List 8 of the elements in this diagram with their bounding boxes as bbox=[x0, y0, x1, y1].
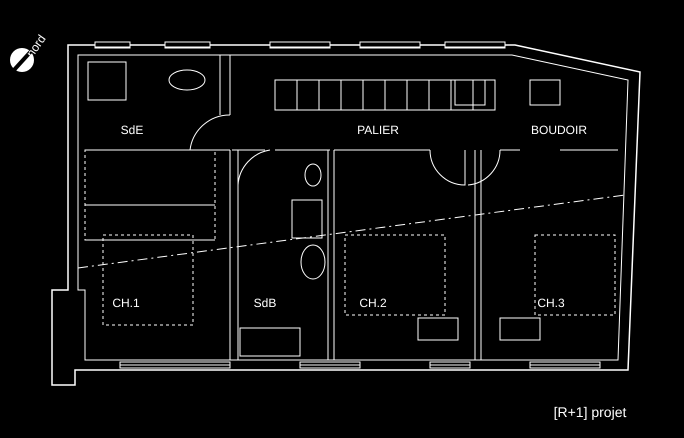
room-label: BOUDOIR bbox=[531, 123, 587, 137]
room-label: CH.2 bbox=[359, 296, 387, 310]
room-label: PALIER bbox=[357, 123, 399, 137]
room-label: SdE bbox=[120, 123, 144, 137]
room-label: SdB bbox=[254, 296, 276, 310]
room-label: CH.3 bbox=[537, 296, 565, 310]
room-label: CH.1 bbox=[112, 296, 140, 310]
caption: [R+1] projet bbox=[554, 404, 626, 420]
